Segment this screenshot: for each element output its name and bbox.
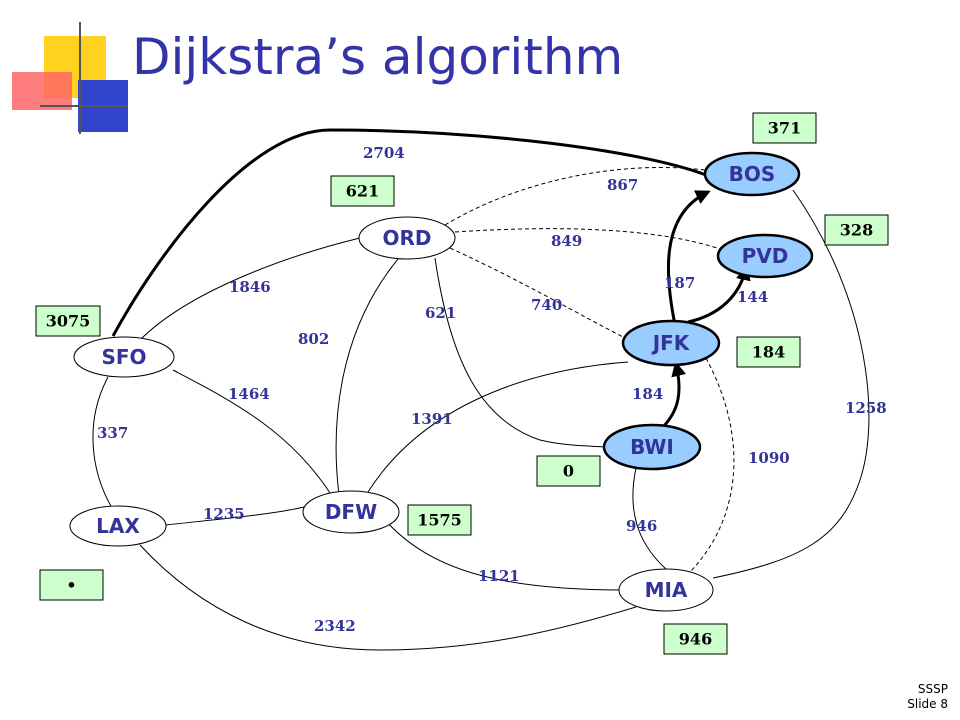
distance-box-bos: 371 <box>752 112 817 144</box>
edge-lax-mia <box>139 544 637 651</box>
node-pvd: PVD <box>716 233 814 279</box>
distance-value-jfk: 184 <box>752 343 785 362</box>
edge-ord-bos <box>444 166 706 226</box>
weight-jfk-pvd: 144 <box>737 288 768 306</box>
edge-weights: 2704 867 849 1846 740 621 802 187 144 18… <box>97 144 887 635</box>
node-bwi: BWI <box>602 423 702 471</box>
distance-box-jfk: 184 <box>736 336 801 368</box>
footer-topic: SSSP <box>917 682 948 696</box>
edge-bwi-mia <box>632 467 668 571</box>
distance-value-pvd: 328 <box>840 221 873 240</box>
distance-box-dfw: 1575 <box>407 504 472 536</box>
weight-ord-bos: 867 <box>607 176 638 194</box>
distance-box-lax: • <box>39 569 104 601</box>
node-jfk: JFK <box>621 319 721 367</box>
edges <box>92 128 870 651</box>
deco-red-square <box>12 72 72 110</box>
node-mia: MIA <box>618 568 714 612</box>
edge-ord-jfk <box>449 247 626 339</box>
edge-sfo-bos <box>111 128 707 337</box>
node-label-sfo: SFO <box>101 345 146 369</box>
distance-value-mia: 946 <box>679 630 712 649</box>
node-label-bos: BOS <box>729 162 776 186</box>
nodes: SFO LAX ORD DFW BOS PVD JFK BWI <box>69 151 814 612</box>
edge-bwi-jfk <box>660 361 687 430</box>
edge-ord-dfw <box>335 258 399 496</box>
edge-lax-dfw <box>165 506 305 526</box>
node-label-lax: LAX <box>96 514 140 538</box>
weight-ord-bwi: 621 <box>425 304 456 322</box>
edge-jfk-mia <box>689 357 735 573</box>
distance-value-bwi: 0 <box>563 462 574 481</box>
weight-bwi-jfk: 184 <box>632 385 663 403</box>
node-label-ord: ORD <box>382 226 431 250</box>
weight-bwi-mia: 946 <box>626 517 657 535</box>
distance-box-pvd: 328 <box>824 214 889 246</box>
distance-value-dfw: 1575 <box>417 511 462 530</box>
weight-lax-dfw: 1235 <box>203 505 245 523</box>
node-label-mia: MIA <box>645 578 688 602</box>
edge-dfw-jfk <box>367 361 629 493</box>
edge-bos-mia <box>712 189 870 579</box>
distance-box-bwi: 0 <box>536 455 601 487</box>
weight-dfw-mia: 1121 <box>478 567 520 585</box>
slide-title: Dijkstra’s algorithm <box>132 28 624 86</box>
edge-sfo-ord <box>139 237 361 341</box>
weight-dfw-jfk: 1391 <box>411 410 453 428</box>
weight-ord-pvd: 849 <box>551 232 582 250</box>
node-label-pvd: PVD <box>742 244 789 268</box>
weight-jfk-bos: 187 <box>664 274 695 292</box>
weight-bos-mia: 1258 <box>845 399 887 417</box>
distance-value-lax: • <box>66 576 76 595</box>
node-label-jfk: JFK <box>651 331 691 355</box>
node-ord: ORD <box>358 216 456 260</box>
node-lax: LAX <box>69 505 167 547</box>
weight-sfo-dfw: 1464 <box>228 385 270 403</box>
node-label-bwi: BWI <box>630 435 674 459</box>
slide-footer: SSSP Slide 8 <box>907 682 948 712</box>
node-dfw: DFW <box>302 490 400 534</box>
distance-box-ord: 621 <box>330 175 395 207</box>
weight-lax-mia: 2342 <box>314 617 356 635</box>
distance-value-ord: 621 <box>346 182 379 201</box>
edge-ord-pvd <box>454 228 724 251</box>
distance-box-mia: 946 <box>663 623 728 655</box>
weight-ord-jfk: 740 <box>531 296 562 314</box>
distance-boxes: 371 621 328 3075 184 0 1575 • <box>35 112 889 655</box>
distance-value-bos: 371 <box>768 119 801 138</box>
node-label-dfw: DFW <box>325 500 377 524</box>
weight-sfo-bos: 2704 <box>363 144 405 162</box>
weight-sfo-ord: 1846 <box>229 278 271 296</box>
weight-ord-dfw: 802 <box>298 330 329 348</box>
edge-sfo-lax <box>92 376 113 509</box>
edge-sfo-dfw <box>172 369 333 497</box>
node-bos: BOS <box>703 151 801 197</box>
footer-slide-number: Slide 8 <box>907 697 948 711</box>
edge-jfk-bos <box>666 190 711 326</box>
distance-box-sfo: 3075 <box>35 305 101 337</box>
edge-dfw-mia <box>384 519 625 591</box>
distance-value-sfo: 3075 <box>46 312 91 331</box>
weight-sfo-lax: 337 <box>97 424 128 442</box>
weight-jfk-mia: 1090 <box>748 449 790 467</box>
edge-ord-bwi <box>434 257 607 448</box>
node-sfo: SFO <box>73 336 175 378</box>
